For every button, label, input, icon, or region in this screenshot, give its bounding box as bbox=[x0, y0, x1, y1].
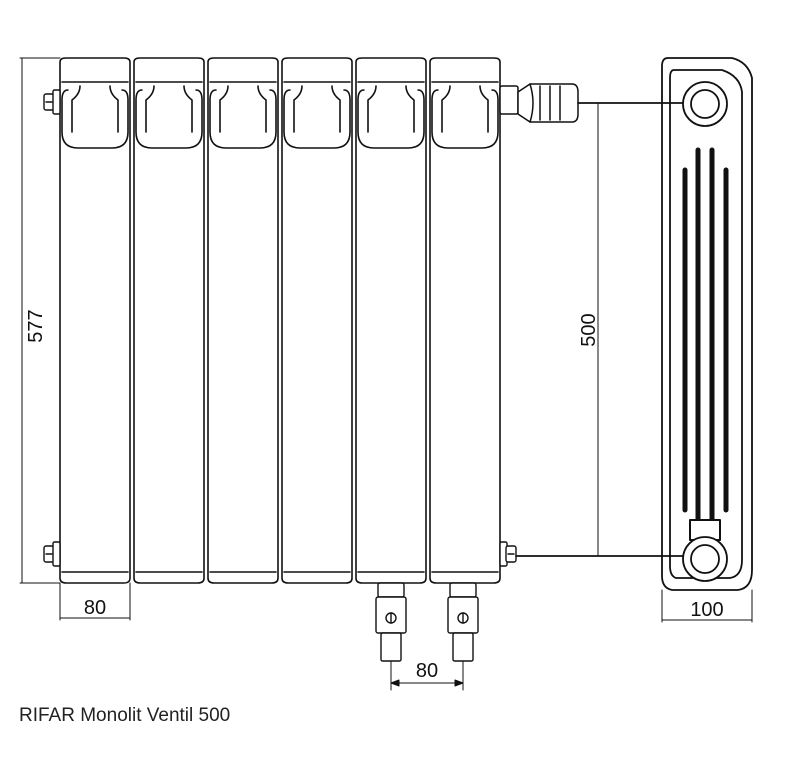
total-height-label: 577 bbox=[25, 309, 47, 342]
depth-label: 100 bbox=[690, 599, 723, 621]
radiator-section-2 bbox=[133, 57, 205, 584]
connection-spacing-label: 80 bbox=[416, 660, 438, 682]
radiator-section-6 bbox=[429, 57, 501, 584]
dimension-depth: 100 bbox=[661, 589, 753, 623]
radiator-section-4 bbox=[281, 57, 353, 584]
bottom-connections bbox=[375, 582, 479, 662]
section-width-label: 80 bbox=[84, 597, 106, 619]
radiator-side-view bbox=[661, 57, 753, 591]
product-caption: RIFAR Monolit Ventil 500 bbox=[19, 705, 231, 726]
plug-bottom-right bbox=[499, 541, 517, 567]
side-view-upper-port bbox=[682, 81, 728, 127]
radiator-section-3 bbox=[207, 57, 279, 584]
dimension-axis-distance: 500 bbox=[515, 102, 684, 557]
bottom-fitting-left bbox=[375, 582, 407, 662]
dimension-total-height: 577 bbox=[19, 57, 61, 584]
thermostatic-valve-head bbox=[499, 83, 579, 123]
radiator-section-1 bbox=[59, 57, 131, 584]
end-plugs bbox=[43, 89, 517, 567]
plug-bottom-left bbox=[43, 541, 61, 567]
radiator-section-5 bbox=[355, 57, 427, 584]
side-view-lower-port bbox=[682, 536, 728, 582]
radiator-sections bbox=[59, 57, 501, 584]
dimension-connection-spacing: 80 bbox=[390, 660, 464, 691]
axis-distance-label: 500 bbox=[578, 313, 600, 346]
bottom-fitting-right bbox=[447, 582, 479, 662]
plug-top-left bbox=[43, 89, 61, 115]
dimension-section-width: 80 bbox=[59, 582, 131, 621]
